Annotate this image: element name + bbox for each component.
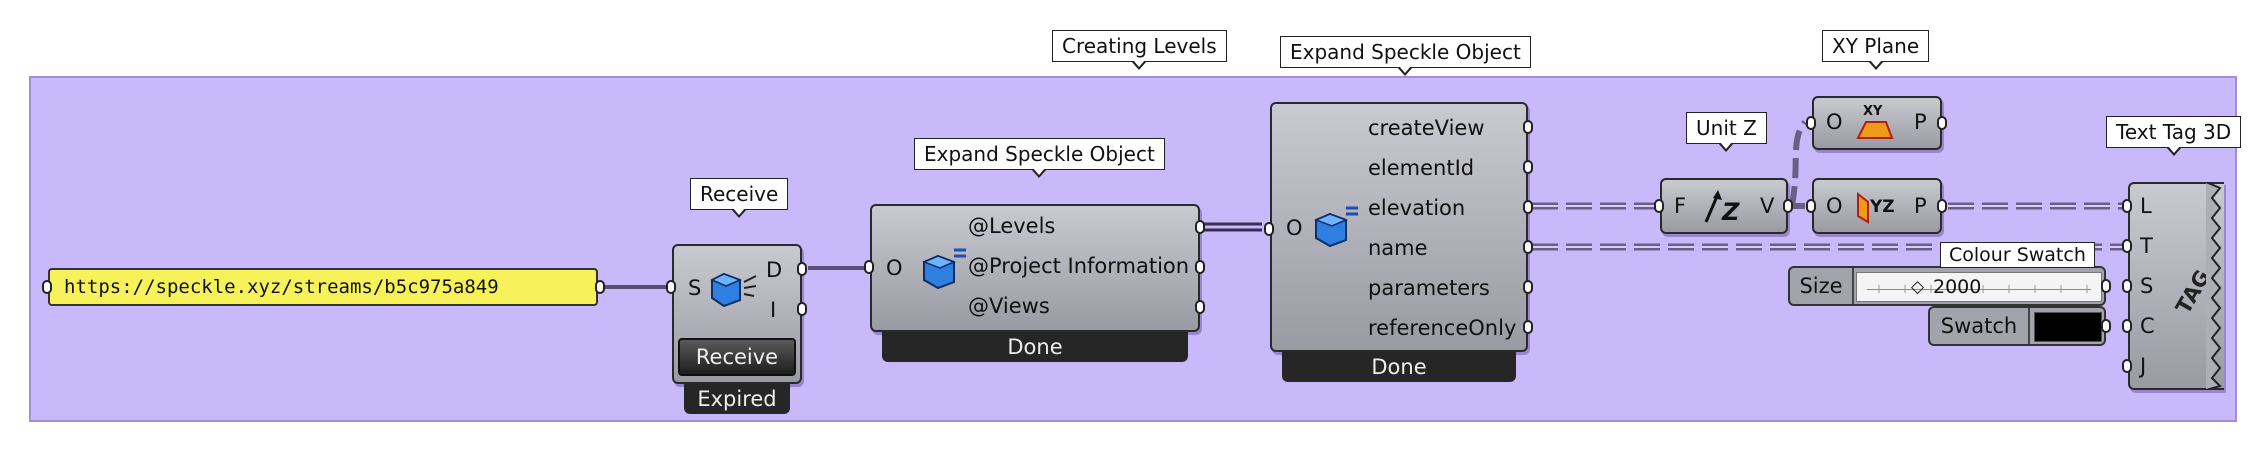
texttag-input-l[interactable]: L xyxy=(2140,194,2152,218)
yzplane-input-o[interactable]: O xyxy=(1826,194,1843,218)
expand1-output-project-information-grip[interactable] xyxy=(1195,260,1205,274)
expand1-tag: Expand Speckle Object xyxy=(914,138,1165,178)
expand2-output-elementid[interactable]: elementId xyxy=(1368,156,1475,180)
expand2-output-createview[interactable]: createView xyxy=(1368,116,1485,140)
creating-levels-tag: Creating Levels xyxy=(1052,30,1227,70)
expand2-output-referenceonly-grip[interactable] xyxy=(1523,320,1533,334)
swatch-color-box[interactable] xyxy=(2034,312,2102,342)
unitz-input-f[interactable]: F xyxy=(1674,194,1687,218)
slider-value: 2000 xyxy=(1933,276,1982,298)
yzplane-input-grip[interactable] xyxy=(1806,199,1816,213)
unit-z-vector-icon: Z xyxy=(1704,190,1740,226)
texttag-input-j-grip[interactable] xyxy=(2122,359,2132,373)
url-text: https://speckle.xyz/streams/b5c975a849 xyxy=(64,276,499,298)
receive-output-d[interactable]: D xyxy=(766,258,783,282)
slider-ticks xyxy=(1878,285,2088,293)
expand2-component[interactable]: O createView elementId elevation name pa… xyxy=(1270,102,1528,352)
expand2-output-name-grip[interactable] xyxy=(1523,240,1533,254)
panel-output-grip[interactable] xyxy=(595,280,605,294)
expand1-output-views[interactable]: @Views xyxy=(968,294,1050,318)
texttag-input-s-grip[interactable] xyxy=(2122,279,2132,293)
receive-component[interactable]: S D I Receive xyxy=(672,244,802,384)
receive-tag: Receive xyxy=(690,178,789,218)
expand2-output-parameters-grip[interactable] xyxy=(1523,280,1533,294)
receive-output-i[interactable]: I xyxy=(770,298,777,322)
svg-text:XY: XY xyxy=(1863,104,1883,119)
wire-unitz-yz xyxy=(1789,120,1808,207)
receive-status: Expired xyxy=(684,384,790,414)
size-slider[interactable]: Size ◇ 2000 xyxy=(1788,266,2106,306)
expand2-status: Done xyxy=(1282,352,1516,382)
receive-input-s[interactable]: S xyxy=(688,276,702,300)
xy-plane-icon: XY xyxy=(1856,104,1894,139)
svg-text:YZ: YZ xyxy=(1869,197,1895,217)
expand1-output-project-information[interactable]: @Project Information xyxy=(968,254,1190,278)
xyplane-input-grip[interactable] xyxy=(1806,116,1816,130)
swatch-output-grip[interactable] xyxy=(2101,319,2111,333)
xyplane-output-p[interactable]: P xyxy=(1914,110,1927,134)
texttag-input-t-grip[interactable] xyxy=(2122,239,2132,253)
yzplane-output-grip[interactable] xyxy=(1937,199,1947,213)
expand2-input-o[interactable]: O xyxy=(1286,216,1303,240)
expand2-tag: Expand Speckle Object xyxy=(1280,36,1531,76)
receive-output-i-grip[interactable] xyxy=(797,302,807,316)
unitz-component[interactable]: F Z V xyxy=(1660,178,1788,234)
xyplane-component[interactable]: O XY P xyxy=(1812,96,1942,150)
yzplane-output-p[interactable]: P xyxy=(1914,194,1927,218)
expand2-output-elevation[interactable]: elevation xyxy=(1368,196,1466,220)
texttag-input-j[interactable]: J xyxy=(2140,354,2147,378)
texttag-input-c[interactable]: C xyxy=(2140,314,2155,338)
expand2-input-grip[interactable] xyxy=(1264,222,1274,236)
expand2-output-parameters[interactable]: parameters xyxy=(1368,276,1490,300)
texttag-tag: Text Tag 3D xyxy=(2106,116,2242,156)
expand2-output-referenceonly[interactable]: referenceOnly xyxy=(1368,316,1517,340)
expand1-output-levels-grip[interactable] xyxy=(1195,220,1205,234)
receive-button[interactable]: Receive xyxy=(678,338,796,376)
texttag-input-s[interactable]: S xyxy=(2140,274,2154,298)
expand2-output-elementid-grip[interactable] xyxy=(1523,160,1533,174)
receive-output-d-grip[interactable] xyxy=(797,262,807,276)
svg-text:Z: Z xyxy=(1721,198,1740,226)
texttag-input-c-grip[interactable] xyxy=(2122,319,2132,333)
slider-grip-icon[interactable]: ◇ xyxy=(1911,277,1925,297)
expand1-component[interactable]: O @Levels @Project Information @Views xyxy=(870,204,1200,332)
expand1-output-levels[interactable]: @Levels xyxy=(968,214,1056,238)
unitz-tag: Unit Z xyxy=(1686,112,1767,152)
speckle-receive-cube-icon xyxy=(710,272,757,308)
swatch-label: Swatch xyxy=(1930,308,2030,344)
expand1-input-o[interactable]: O xyxy=(886,256,903,280)
panel-input-grip[interactable] xyxy=(42,280,52,294)
slider-output-grip[interactable] xyxy=(2101,279,2111,293)
xyplane-tag: XY Plane xyxy=(1822,30,1930,70)
expand1-status: Done xyxy=(882,332,1188,362)
speckle-expand-cube-icon xyxy=(922,248,966,290)
texttag-input-t[interactable]: T xyxy=(2140,234,2153,258)
expand1-output-views-grip[interactable] xyxy=(1195,300,1205,314)
yzplane-component[interactable]: O YZ P xyxy=(1812,178,1942,234)
expand2-output-name[interactable]: name xyxy=(1368,236,1428,260)
receive-input-grip[interactable] xyxy=(666,280,676,294)
unitz-output-v[interactable]: V xyxy=(1760,194,1775,218)
colour-swatch-tag: Colour Swatch xyxy=(1940,242,2095,268)
texttag-zigzag-edge xyxy=(2206,182,2222,390)
slider-label: Size xyxy=(1790,268,1854,304)
url-panel[interactable]: https://speckle.xyz/streams/b5c975a849 xyxy=(48,268,598,306)
slider-track[interactable]: ◇ 2000 xyxy=(1856,272,2102,302)
colour-swatch[interactable]: Swatch xyxy=(1928,306,2106,346)
expand2-output-createview-grip[interactable] xyxy=(1523,120,1533,134)
unitz-output-grip[interactable] xyxy=(1783,199,1793,213)
yz-plane-icon: YZ xyxy=(1857,191,1895,224)
speckle-expand-cube-icon xyxy=(1314,206,1358,248)
unitz-input-grip[interactable] xyxy=(1654,199,1664,213)
xyplane-input-o[interactable]: O xyxy=(1826,110,1843,134)
expand2-output-elevation-grip[interactable] xyxy=(1523,200,1533,214)
expand1-input-grip[interactable] xyxy=(864,260,874,274)
texttag-input-l-grip[interactable] xyxy=(2122,199,2132,213)
xyplane-output-grip[interactable] xyxy=(1937,116,1947,130)
